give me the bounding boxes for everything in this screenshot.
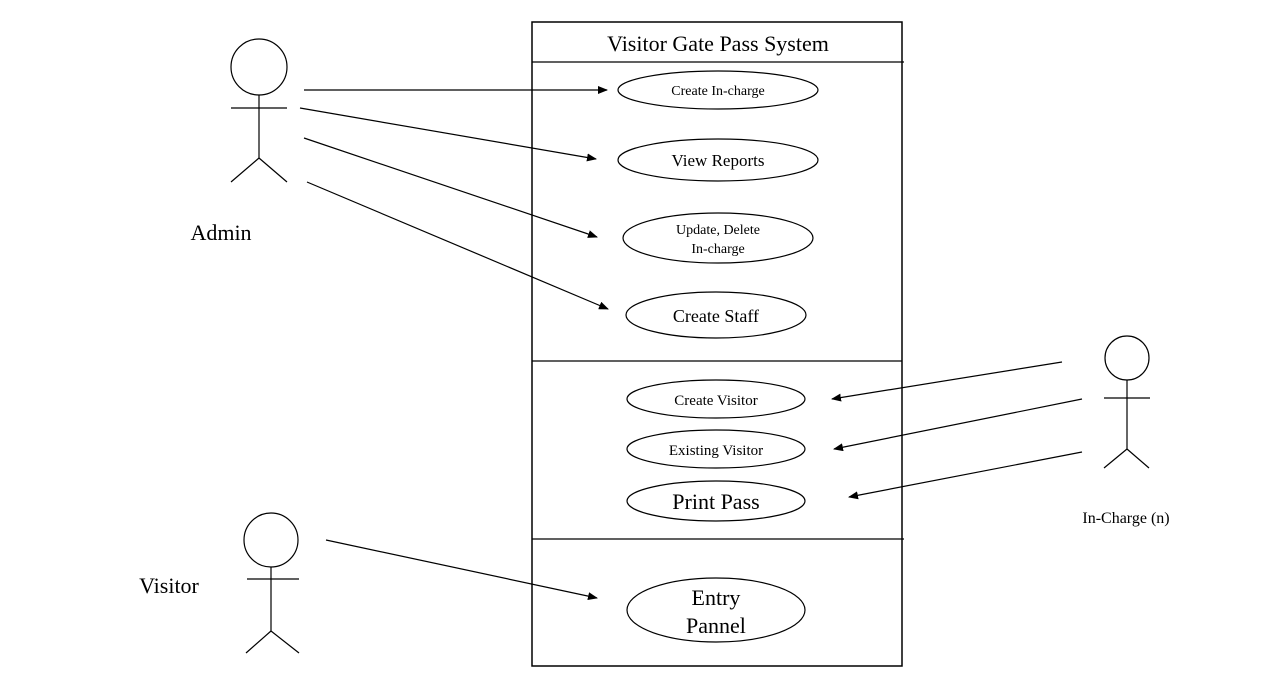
use-case-entry-pannel: Entry Pannel (626, 577, 806, 643)
use-case-print-pass: Print Pass (626, 480, 806, 522)
actor-incharge: In-Charge (n) (1082, 335, 1170, 527)
incharge-label: In-Charge (n) (1082, 510, 1169, 527)
create-visitor-label: Create Visitor (674, 393, 757, 409)
entry-pannel-label-line2: Pannel (686, 613, 746, 638)
system-boundary: Visitor Gate Pass System (531, 21, 904, 667)
print-pass-label: Print Pass (672, 489, 759, 514)
actor-admin: Admin (190, 38, 288, 245)
use-case-update-delete-incharge: Update, Delete In-charge (622, 212, 814, 264)
system-title: Visitor Gate Pass System (607, 31, 829, 56)
update-delete-label-line2: In-charge (691, 242, 744, 257)
use-case-existing-visitor: Existing Visitor (626, 429, 806, 469)
arrow-incharge-create-visitor (831, 361, 1063, 402)
arrow-visitor-entry-pannel (325, 539, 598, 601)
create-staff-label: Create Staff (673, 306, 759, 326)
visitor-stick-figure-icon (243, 512, 300, 654)
arrow-admin-create-staff (306, 181, 609, 310)
arrow-incharge-existing-visitor (833, 398, 1083, 452)
entry-pannel-label-line1: Entry (692, 585, 741, 610)
use-case-view-reports: View Reports (617, 138, 819, 182)
admin-label: Admin (190, 220, 251, 245)
update-delete-label-line1: Update, Delete (676, 223, 760, 238)
arrow-admin-view-reports (299, 107, 597, 162)
arrow-admin-update-delete (303, 137, 598, 238)
use-case-create-visitor: Create Visitor (626, 379, 806, 419)
use-case-create-staff: Create Staff (625, 291, 807, 339)
admin-stick-figure-icon (230, 38, 288, 183)
incharge-stick-figure-icon (1103, 335, 1150, 469)
use-case-create-incharge: Create In-charge (617, 70, 819, 110)
existing-visitor-label: Existing Visitor (669, 443, 763, 459)
arrow-incharge-print-pass (848, 451, 1083, 500)
view-reports-label: View Reports (672, 151, 765, 170)
create-incharge-label: Create In-charge (671, 84, 764, 99)
actor-visitor: Visitor (139, 512, 300, 654)
visitor-label: Visitor (139, 573, 199, 598)
